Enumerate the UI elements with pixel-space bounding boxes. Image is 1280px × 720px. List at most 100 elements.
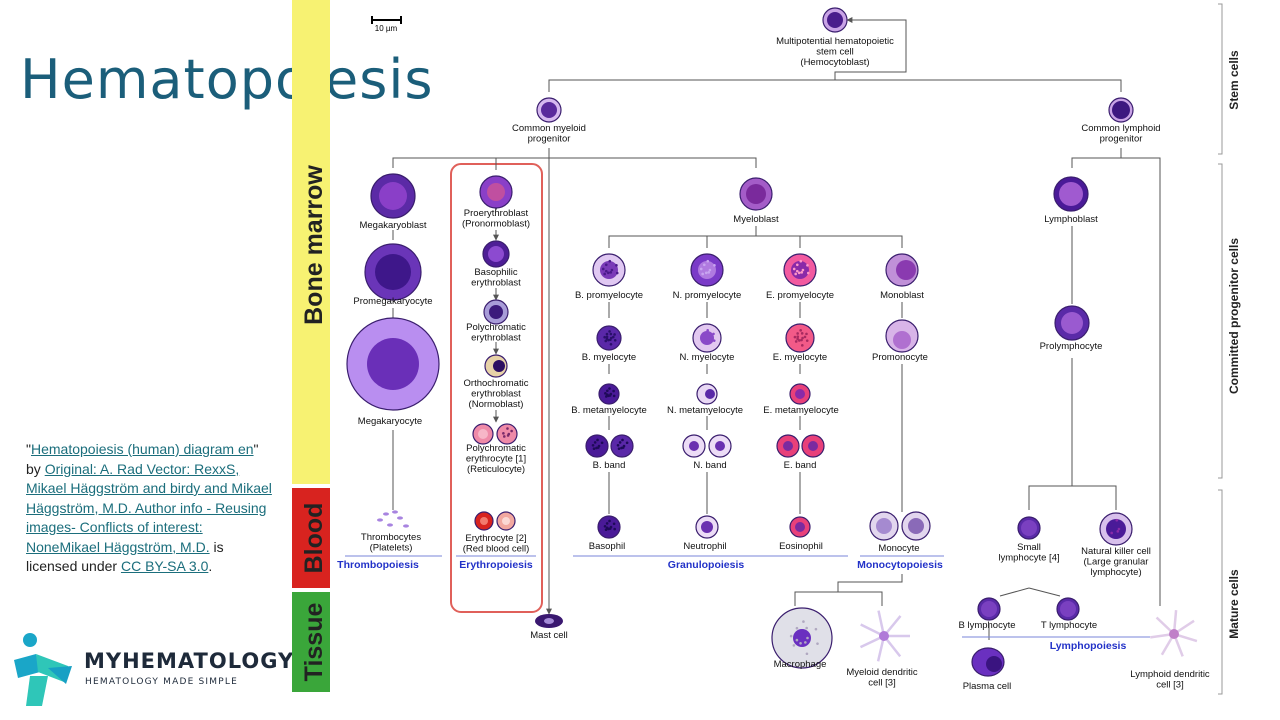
myeloid-dc-label-1: Myeloid dendritic — [846, 667, 918, 678]
erythropoiesis-label: Erythropoiesis — [459, 559, 533, 571]
reticulocyte-label-1: Polychromatic — [466, 443, 526, 454]
granulopoiesis-label: Granulopoiesis — [668, 559, 745, 571]
myeloblast-label: Myeloblast — [733, 214, 779, 225]
tissue-label: Tissue — [300, 603, 328, 682]
reticulocyte-label-3: (Reticulocyte) — [467, 464, 525, 475]
small-lymphocyte-label-2: lymphocyte [4] — [998, 553, 1059, 564]
prolymphocyte-cell — [1054, 305, 1090, 341]
orthochromatic-erythroblast-label-2: erythroblast — [471, 389, 521, 400]
work-title-link[interactable]: Hematopoiesis (human) diagram en — [30, 441, 254, 457]
monocyte-label: Monocyte — [878, 543, 919, 554]
n-metamyelocyte-cell — [696, 383, 718, 405]
b-myelocyte-cell — [596, 325, 622, 351]
licensed-text: is licensed under — [26, 538, 224, 575]
page-title: Hematopoiesis — [20, 48, 434, 111]
connectors — [392, 19, 1161, 640]
e-band-label: E. band — [784, 460, 817, 471]
stem-cells-label: Stem cells — [1227, 50, 1241, 110]
e-promyelocyte-cell — [783, 253, 817, 287]
tissue-bar — [292, 592, 330, 692]
neutrophil-label: Neutrophil — [683, 541, 726, 552]
erythrocyte-label-1: Erythrocyte [2] — [465, 533, 526, 544]
monocyte-b-cell — [901, 511, 931, 541]
orthochromatic-erythroblast-label-1: Orthochromatic — [464, 378, 529, 389]
lymphopoiesis-label: Lymphopoiesis — [1050, 640, 1127, 652]
nk-label-2: (Large granular — [1084, 557, 1149, 568]
lymphoid-dendritic-cell — [1150, 609, 1198, 657]
n-promyelocyte-label: N. promyelocyte — [673, 290, 742, 301]
logo-name: MYHEMATOLOGY — [84, 649, 295, 673]
proerythroblast-cell — [479, 175, 513, 209]
monocytopoiesis-label: Monocytopoiesis — [857, 559, 943, 571]
thrombopoiesis-label: Thrombopoiesis — [337, 559, 419, 571]
b-myelocyte-label: B. myelocyte — [582, 352, 636, 363]
logo-tagline: HEMATOLOGY MADE SIMPLE — [85, 677, 238, 687]
myeloid-dendritic-cell — [859, 610, 910, 662]
promegakaryocyte-label: Promegakaryocyte — [353, 296, 432, 307]
b-band-a-cell — [585, 434, 609, 458]
e-band-b-cell — [801, 434, 825, 458]
common-myeloid-cell — [536, 97, 562, 123]
common-lymphoid-cell — [1108, 97, 1134, 123]
proerythroblast-label-1: Proerythroblast — [464, 208, 529, 219]
megakaryocyte-cell — [346, 317, 440, 411]
nk-label-1: Natural killer cell — [1081, 546, 1151, 557]
e-band-a-cell — [776, 434, 800, 458]
lymphoid-dc-label-1: Lymphoid dendritic — [1130, 669, 1210, 680]
b-band-b-cell — [610, 434, 634, 458]
n-band-a-cell — [682, 434, 706, 458]
e-promyelocyte-label: E. promyelocyte — [766, 290, 834, 301]
basophil-cell — [597, 515, 621, 539]
megakaryoblast-cell — [370, 173, 416, 219]
b-promyelocyte-label: B. promyelocyte — [575, 290, 643, 301]
myeloblast-cell — [739, 177, 773, 211]
promonocyte-label: Promonocyte — [872, 352, 928, 363]
orthochromatic-erythroblast-cell — [484, 354, 508, 378]
attribution-text: "Hematopoiesis (human) diagram en" by Or… — [26, 440, 276, 577]
promonocyte-cell — [885, 319, 919, 353]
author-link[interactable]: Original: A. Rad Vector: RexxS, Mikael H… — [26, 460, 272, 555]
by-text: " by — [26, 441, 259, 477]
common-lymphoid-label-2: progenitor — [1100, 134, 1143, 145]
proerythroblast-label-2: (Pronormoblast) — [462, 219, 530, 230]
cells-layer — [346, 7, 1198, 677]
basophilic-erythroblast-label-2: erythroblast — [471, 278, 521, 289]
license-link[interactable]: CC BY-SA 3.0 — [120, 558, 209, 574]
stem-label-3: (Hemocytoblast) — [800, 57, 869, 68]
plasma-label: Plasma cell — [963, 681, 1012, 692]
e-metamyelocyte-label: E. metamyelocyte — [763, 405, 839, 416]
n-band-label: N. band — [693, 460, 726, 471]
orthochromatic-erythroblast-label-3: (Normoblast) — [469, 399, 524, 410]
bone-marrow-label: Bone marrow — [300, 165, 328, 325]
mature-label: Mature cells — [1227, 569, 1241, 639]
n-myelocyte-label: N. myelocyte — [680, 352, 735, 363]
eosinophil-cell — [789, 516, 811, 538]
logo-icon — [14, 633, 72, 706]
reticulocyte-label-2: erythrocyte [1] — [466, 454, 526, 465]
megakaryocyte-label: Megakaryocyte — [358, 416, 422, 427]
n-metamyelocyte-label: N. metamyelocyte — [667, 405, 743, 416]
mast-label: Mast cell — [530, 630, 567, 641]
small-lymphocyte-cell — [1017, 516, 1041, 540]
b-lymphocyte-label: B lymphocyte — [958, 620, 1015, 631]
erythrocyte-label-2: (Red blood cell) — [463, 544, 530, 555]
common-myeloid-label-1: Common myeloid — [512, 123, 586, 134]
common-myeloid-label-2: progenitor — [528, 134, 571, 145]
myeloid-dc-label-2: cell [3] — [868, 678, 895, 689]
blood-label: Blood — [300, 503, 328, 574]
small-lymphocyte-label-1: Small — [1017, 542, 1041, 553]
basophilic-erythroblast-label-1: Basophilic — [474, 267, 518, 278]
basophilic-erythroblast-cell — [482, 240, 510, 268]
group-baselines — [345, 555, 1150, 638]
e-myelocyte-label: E. myelocyte — [773, 352, 827, 363]
neutrophil-cell — [695, 515, 719, 539]
nk-label-3: lymphocyte) — [1090, 567, 1141, 578]
quote-open: " — [26, 441, 31, 457]
committed-label: Committed progenitor cells — [1227, 238, 1241, 394]
lymphoblast-cell — [1053, 176, 1089, 212]
b-metamyelocyte-label: B. metamyelocyte — [571, 405, 647, 416]
prolymphocyte-label: Prolymphocyte — [1040, 341, 1103, 352]
lymphoblast-label: Lymphoblast — [1044, 214, 1098, 225]
